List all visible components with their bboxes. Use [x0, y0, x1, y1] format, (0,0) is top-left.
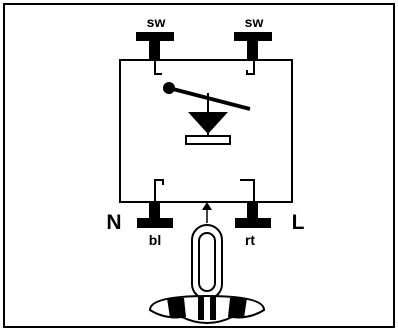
label-sw-right: sw	[245, 14, 264, 30]
contact-bottom-right	[240, 179, 255, 202]
label-red: rt	[245, 232, 255, 248]
terminal-neutral	[137, 202, 173, 228]
push-button-icon	[185, 93, 231, 145]
contact-top-left	[154, 61, 162, 75]
contact-top-right	[246, 61, 255, 75]
contact-bottom-left	[154, 179, 164, 202]
label-live: L	[292, 211, 305, 234]
terminal-live	[235, 202, 271, 228]
label-sw-left: sw	[147, 14, 166, 30]
terminal-sw-right	[234, 32, 272, 60]
switch-lever	[163, 82, 251, 111]
terminal-sw-left	[136, 32, 174, 60]
screwdriver-icon	[148, 224, 266, 325]
release-arrow-icon	[202, 202, 212, 223]
label-blue: bl	[149, 232, 161, 248]
label-neutral: N	[106, 211, 121, 234]
